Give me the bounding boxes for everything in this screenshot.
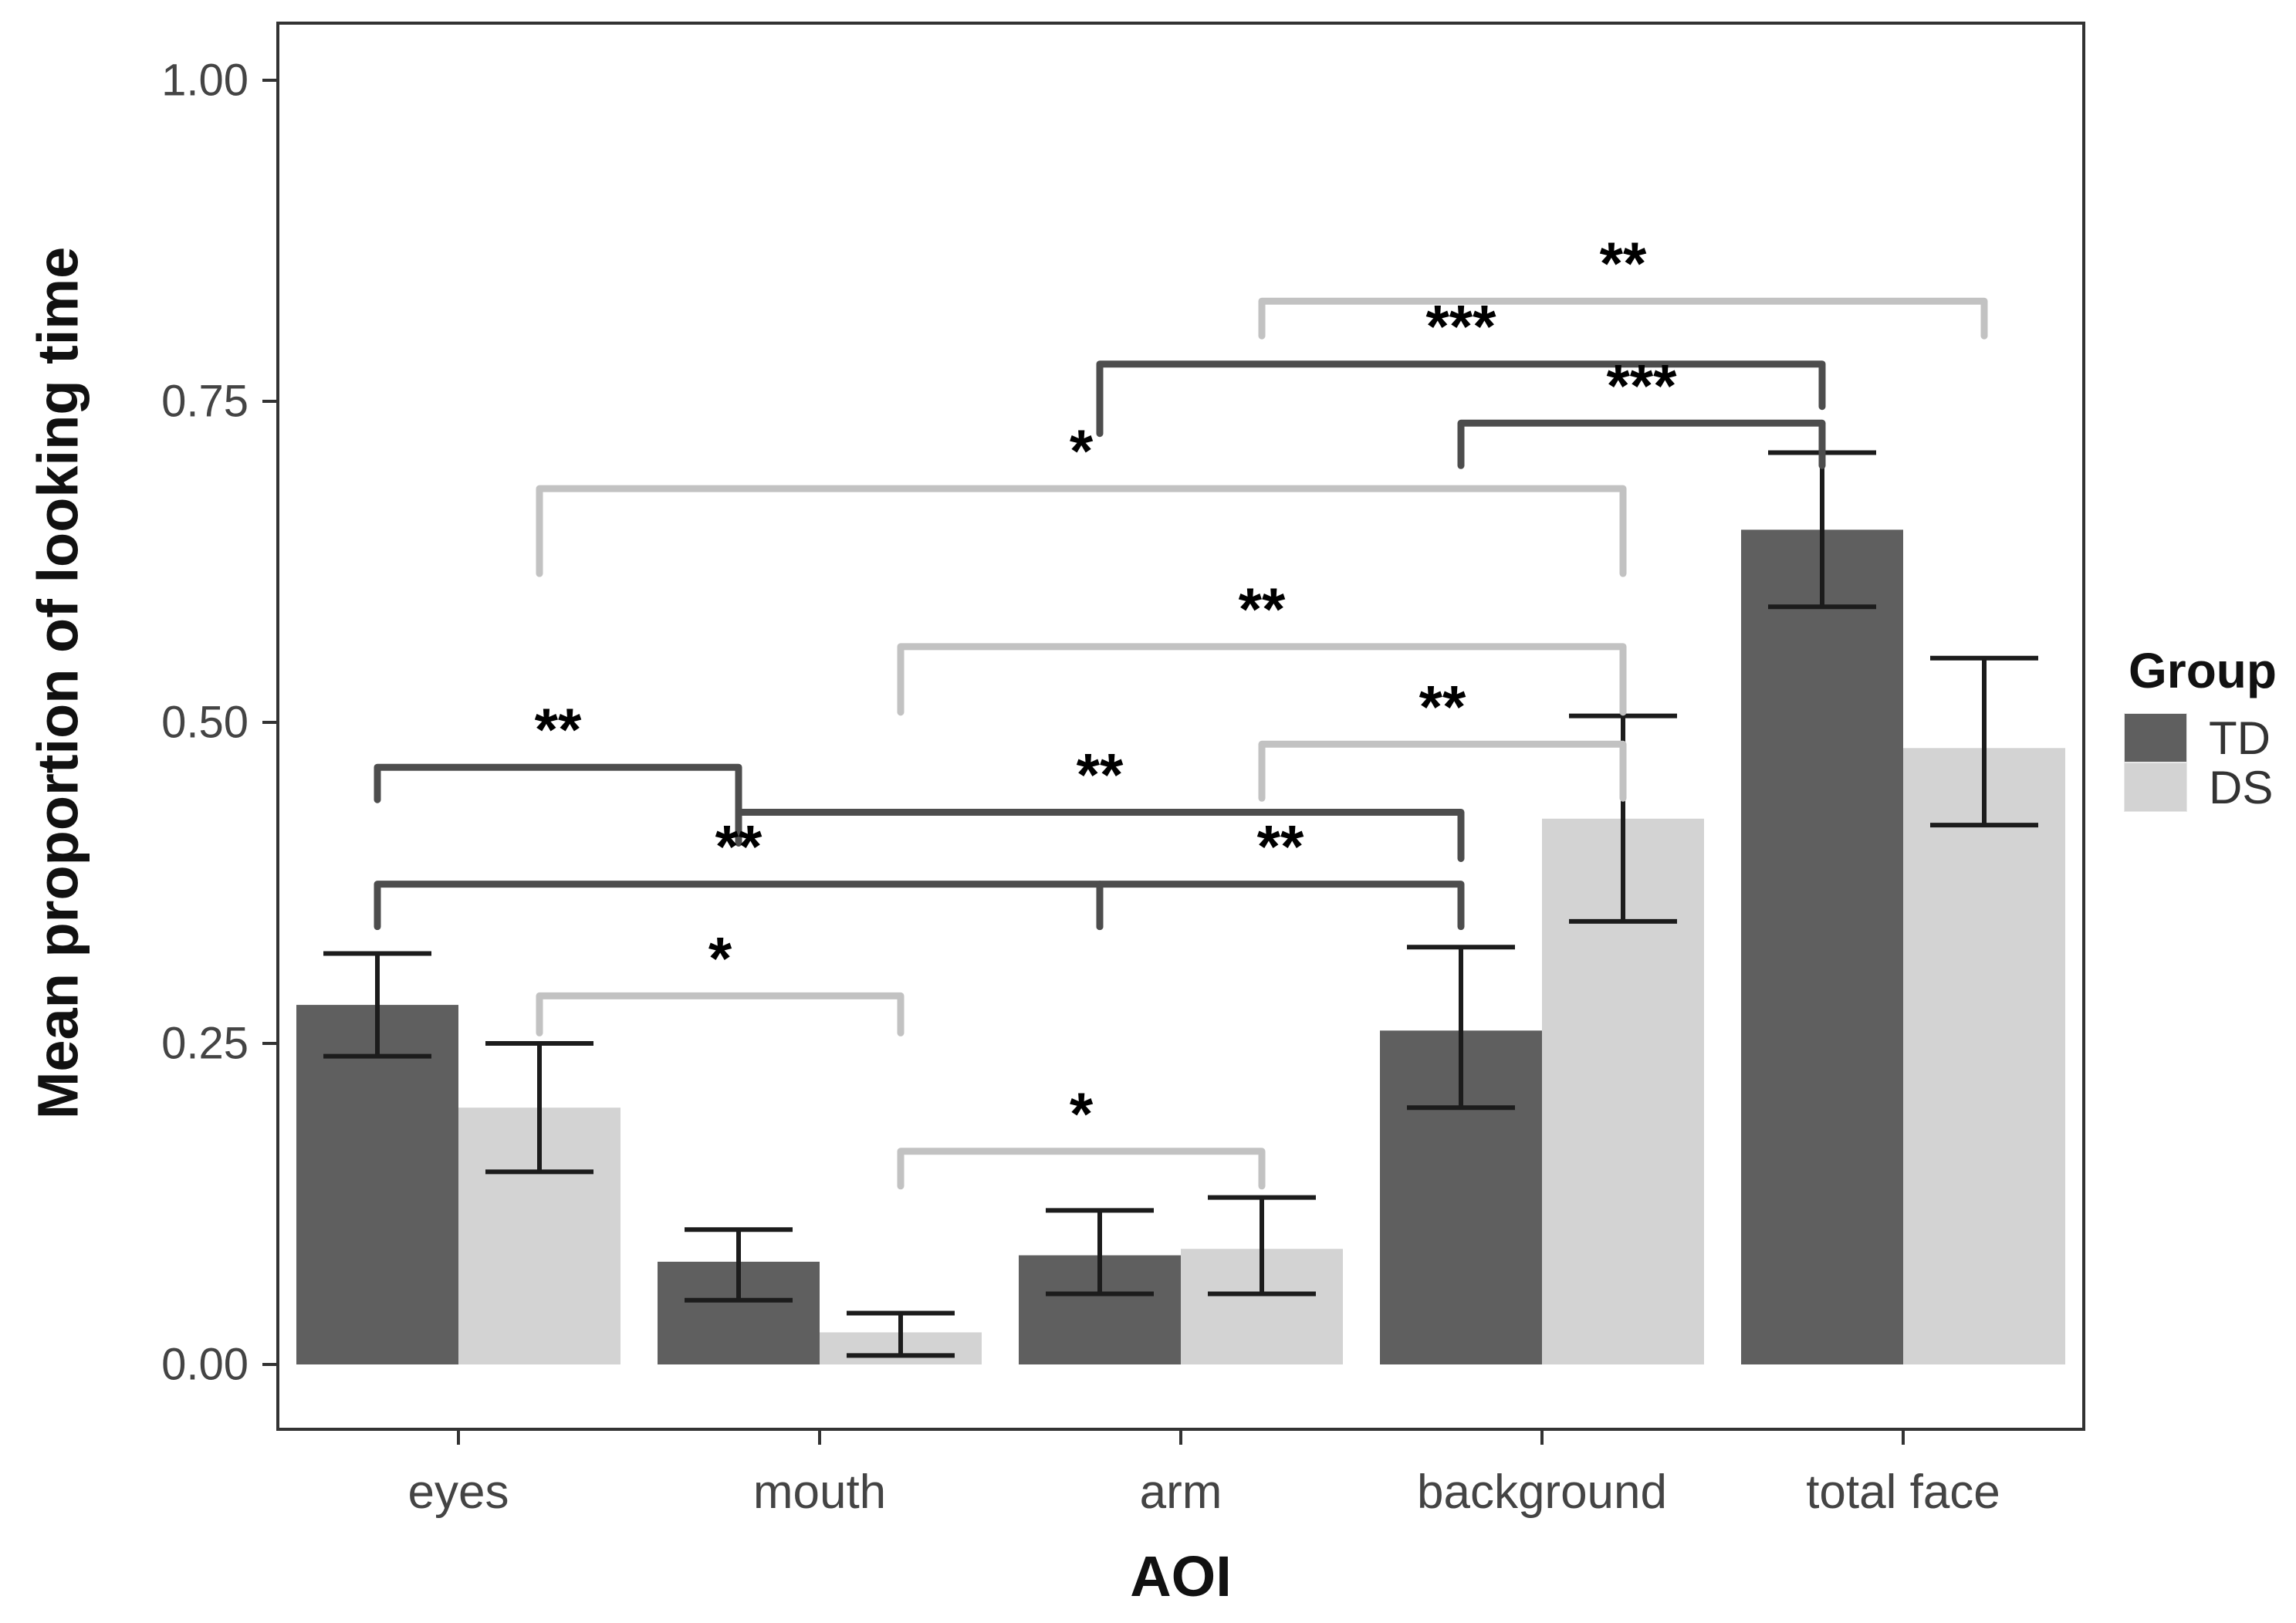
sig-bracket-eyes-background-DS [536, 485, 1627, 577]
sig-bracket-mouth-background-TD [735, 808, 1465, 862]
legend-item-ds: DS [2124, 761, 2277, 813]
legend-label-ds: DS [2209, 761, 2274, 813]
y-tick-label: 0.50 [161, 698, 249, 748]
x-category-label: mouth [753, 1466, 886, 1519]
y-tick-label: 0.75 [161, 377, 249, 427]
sig-bracket-mouth-background-DS [897, 643, 1627, 716]
sig-bracket-arm-total-face-TD [1096, 360, 1826, 438]
sig-bracket-eyes-mouth-DS-label: * [708, 924, 732, 992]
y-tick-label: 1.00 [161, 56, 249, 106]
sig-bracket-arm-background-DS-label: ** [1419, 672, 1466, 740]
sig-bracket-eyes-mouth-TD-label: ** [535, 695, 582, 763]
sig-bracket-background-total-face-TD-label: *** [1606, 351, 1677, 419]
sig-bracket-eyes-background-DS-label: * [1070, 417, 1094, 485]
x-category-label: eyes [408, 1466, 509, 1519]
y-tick-label: 0.00 [161, 1340, 249, 1390]
legend-title: Group [2129, 643, 2277, 698]
sig-bracket-eyes-arm-TD-label: ** [715, 813, 763, 881]
sig-bracket-arm-total-face-DS [1258, 297, 1988, 340]
sig-bracket-arm-background-TD [1096, 881, 1465, 931]
sig-bracket-arm-background-DS [1258, 740, 1627, 802]
x-axis-title: AOI [1130, 1544, 1232, 1608]
x-category-label: total face [1806, 1466, 2000, 1519]
sig-bracket-mouth-arm-DS-label: * [1070, 1080, 1094, 1148]
y-tick-label: 0.25 [161, 1019, 249, 1069]
sig-bracket-eyes-mouth-TD [374, 763, 742, 842]
sig-bracket-arm-total-face-TD-label: *** [1425, 292, 1496, 360]
bar-total-face-DS [1903, 748, 2065, 1364]
sig-bracket-background-total-face-TD [1457, 419, 1826, 469]
bar-total-face-TD [1741, 529, 1903, 1364]
sig-bracket-mouth-background-TD-label: ** [1077, 740, 1124, 808]
legend-swatch-td [2124, 713, 2187, 762]
sig-bracket-mouth-background-DS-label: ** [1239, 575, 1286, 643]
x-category-label: arm [1140, 1466, 1222, 1519]
legend: Group TD DS [2124, 642, 2277, 813]
bar-eyes-TD [296, 1005, 458, 1364]
x-category-label: background [1417, 1466, 1667, 1519]
y-axis-title: Mean proportion of looking time [25, 246, 90, 1120]
sig-bracket-mouth-arm-DS [897, 1148, 1266, 1190]
legend-item-td: TD [2124, 712, 2277, 764]
sig-bracket-eyes-arm-TD [374, 881, 1104, 931]
sig-bracket-eyes-mouth-DS [536, 992, 905, 1036]
sig-bracket-arm-background-TD-label: ** [1257, 813, 1304, 881]
legend-swatch-ds [2124, 762, 2187, 812]
legend-label-td: TD [2209, 712, 2271, 764]
sig-bracket-arm-total-face-DS-label: ** [1600, 229, 1647, 297]
